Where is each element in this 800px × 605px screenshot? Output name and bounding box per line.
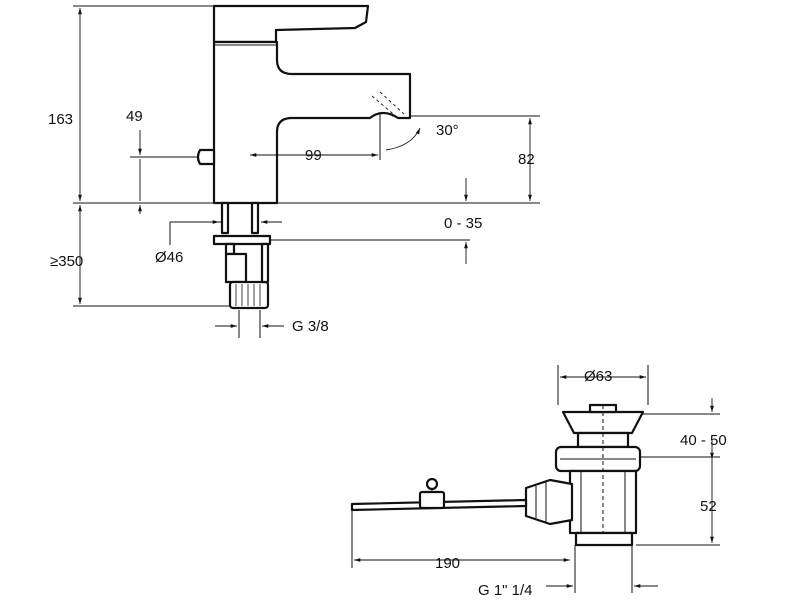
dim-rod-length: 190 — [435, 555, 460, 572]
dim-body-range: 40 - 50 — [680, 432, 727, 449]
drain-view: Ø63 40 - 50 52 190 G 1" 1/4 — [350, 365, 727, 599]
dim-base-diameter: Ø46 — [155, 249, 183, 266]
faucet-mounting — [212, 201, 272, 310]
dim-body-height: 52 — [700, 498, 717, 515]
faucet-view: 163 49 99 30° 82 0 - 35 Ø46 ≥350 G 3/8 — [48, 4, 540, 338]
dim-lever-height: 49 — [126, 108, 143, 125]
dim-height-total: 163 — [48, 111, 73, 128]
drain-extension-lines — [351, 365, 720, 593]
dim-deck-range: 0 - 35 — [444, 215, 482, 232]
dim-spout-reach: 99 — [305, 147, 322, 164]
dim-thread: G 3/8 — [292, 318, 329, 335]
dim-pipe-length: ≥350 — [50, 253, 83, 270]
dim-spout-angle: 30° — [436, 122, 459, 139]
faucet-dimension-lines — [78, 8, 532, 328]
dim-spout-height: 82 — [518, 151, 535, 168]
drain-body — [350, 403, 645, 547]
drain-dimension-lines — [354, 375, 714, 588]
faucet-body — [196, 4, 412, 205]
faucet-extension-lines — [73, 5, 540, 338]
dim-cap-diameter: Ø63 — [584, 368, 612, 385]
dim-drain-thread: G 1" 1/4 — [478, 582, 533, 599]
